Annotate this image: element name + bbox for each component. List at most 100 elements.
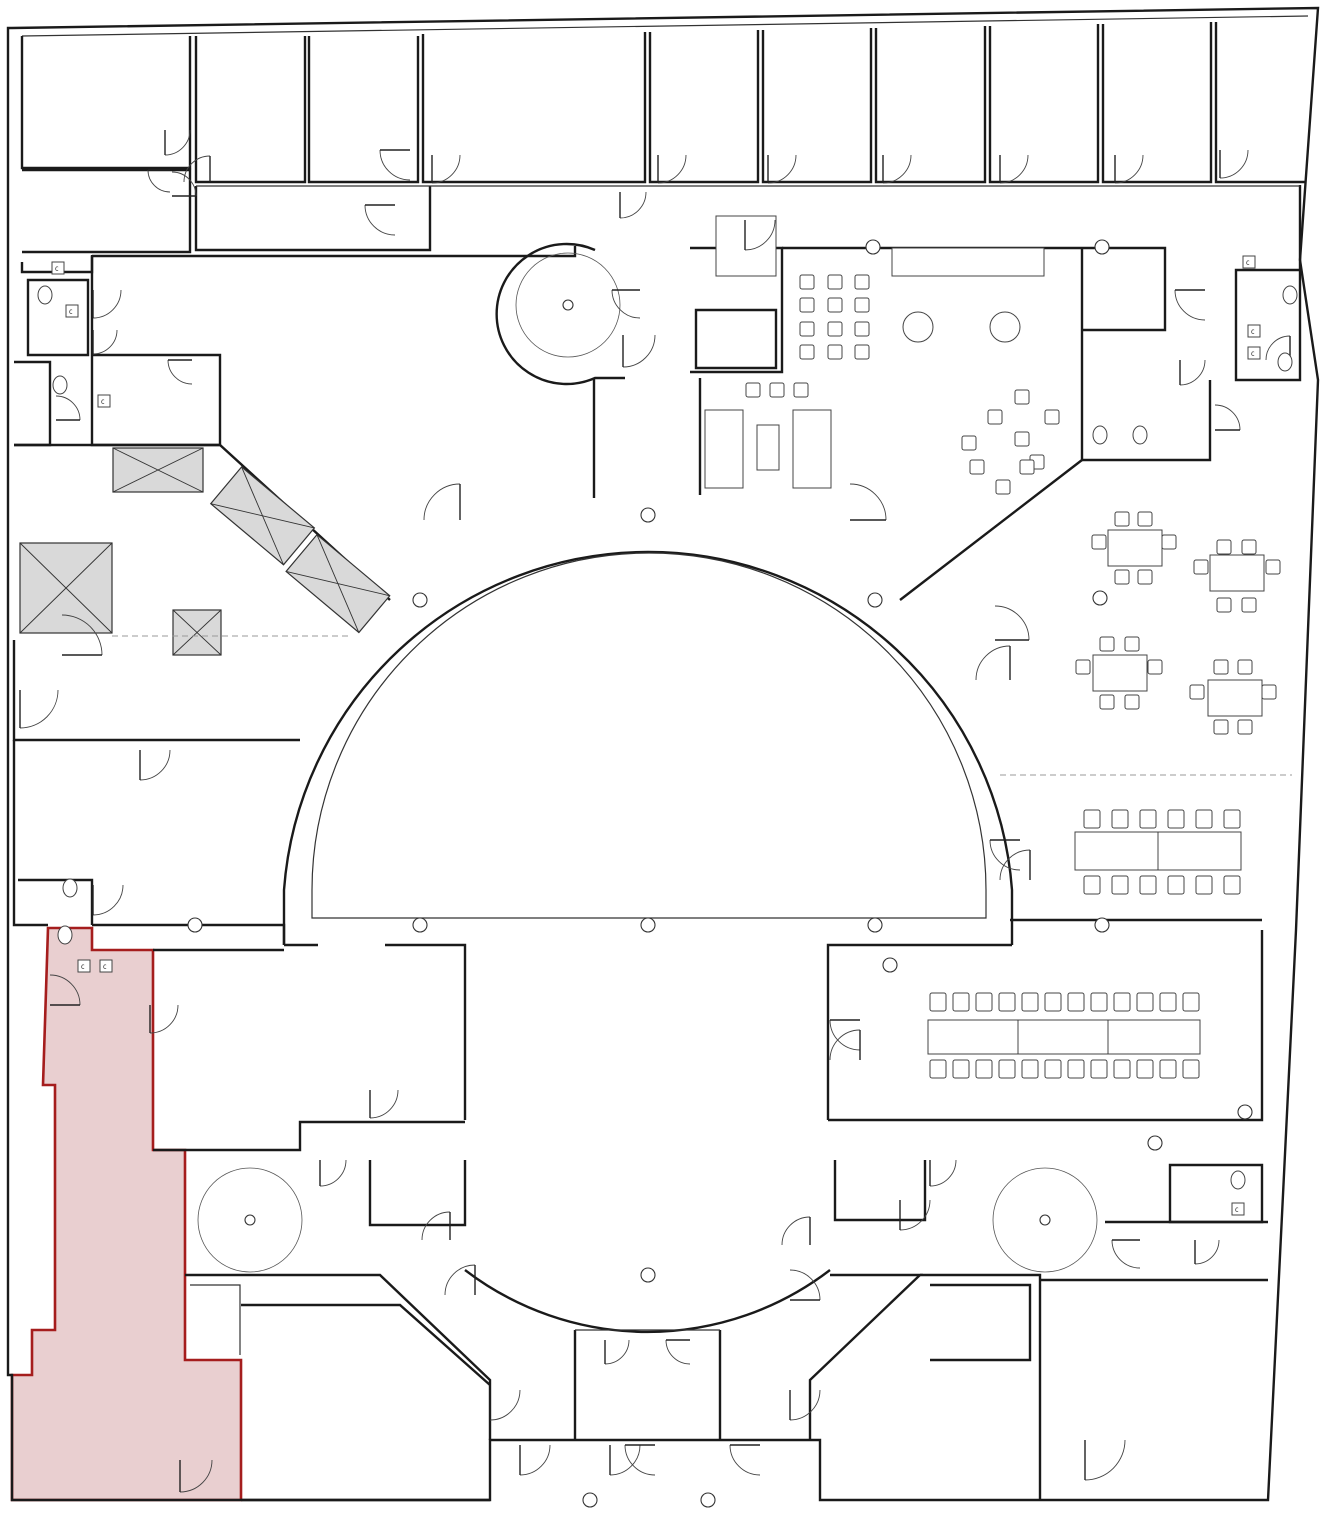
door[interactable] <box>781 1216 811 1246</box>
lower-right-walls <box>808 930 1268 1500</box>
door[interactable] <box>604 1339 630 1365</box>
chair <box>854 297 870 313</box>
door[interactable] <box>139 749 171 781</box>
svg-text:C: C <box>81 964 85 971</box>
door[interactable] <box>1194 1239 1220 1265</box>
door[interactable] <box>1111 1239 1141 1269</box>
chair <box>1193 559 1209 575</box>
door[interactable] <box>729 1444 761 1476</box>
door[interactable] <box>999 154 1029 184</box>
door[interactable] <box>179 1459 213 1493</box>
door[interactable] <box>519 1444 551 1476</box>
door[interactable] <box>19 689 59 729</box>
chair <box>1044 409 1060 425</box>
chair <box>1021 992 1039 1012</box>
door[interactable] <box>1114 154 1144 184</box>
door[interactable] <box>929 1159 957 1187</box>
door[interactable] <box>657 154 687 184</box>
skylight-shafts <box>19 447 391 656</box>
column <box>640 507 656 523</box>
door[interactable] <box>431 154 461 184</box>
door[interactable] <box>444 1264 476 1296</box>
chair <box>799 344 815 360</box>
door[interactable] <box>55 395 81 421</box>
svg-text:C: C <box>1251 329 1255 336</box>
door[interactable] <box>619 191 647 219</box>
chair <box>1159 992 1177 1012</box>
chair <box>854 344 870 360</box>
dining-area <box>1092 529 1265 717</box>
door[interactable] <box>147 169 171 193</box>
svg-text:C: C <box>69 309 73 316</box>
door[interactable] <box>882 154 912 184</box>
door[interactable] <box>849 483 887 521</box>
doors[interactable] <box>19 129 1291 1493</box>
door[interactable] <box>899 1199 931 1231</box>
door[interactable] <box>364 204 396 236</box>
door[interactable] <box>1219 149 1249 179</box>
toilet <box>1282 285 1298 305</box>
door[interactable] <box>92 329 118 355</box>
chair <box>1223 875 1241 895</box>
chair <box>1139 875 1157 895</box>
chair <box>827 297 843 313</box>
door[interactable] <box>989 839 1021 871</box>
chair <box>1136 1059 1154 1079</box>
door[interactable] <box>421 1211 451 1241</box>
chair <box>854 321 870 337</box>
door[interactable] <box>489 1389 521 1421</box>
chair <box>987 409 1003 425</box>
door[interactable] <box>171 171 197 197</box>
fixture-tag: C <box>77 959 91 973</box>
highlighted-unit[interactable] <box>10 926 243 1502</box>
chair <box>1091 534 1107 550</box>
chair <box>1137 569 1153 585</box>
door[interactable] <box>744 219 776 251</box>
door[interactable] <box>767 154 797 184</box>
door[interactable] <box>1214 404 1241 431</box>
door[interactable] <box>164 129 191 156</box>
door[interactable] <box>829 1019 861 1051</box>
chair <box>952 1059 970 1079</box>
door[interactable] <box>92 289 122 319</box>
chair <box>799 274 815 290</box>
door[interactable] <box>61 614 103 656</box>
chair <box>1067 1059 1085 1079</box>
toilet <box>1277 352 1293 372</box>
door[interactable] <box>789 1269 821 1301</box>
door[interactable] <box>319 1159 347 1187</box>
door[interactable] <box>49 974 81 1006</box>
door[interactable] <box>183 155 211 183</box>
chair <box>1021 1059 1039 1079</box>
door[interactable] <box>369 1089 399 1119</box>
door[interactable] <box>789 1389 821 1421</box>
door[interactable] <box>611 289 641 319</box>
chair <box>1261 684 1277 700</box>
chair <box>1099 636 1115 652</box>
door[interactable] <box>149 1004 179 1034</box>
door[interactable] <box>379 149 411 181</box>
door[interactable] <box>829 1029 861 1061</box>
door[interactable] <box>167 359 193 385</box>
columns <box>187 239 1253 1508</box>
door[interactable] <box>999 849 1031 881</box>
door[interactable] <box>92 884 124 916</box>
upper-left-partition <box>92 246 577 258</box>
chair <box>1139 809 1157 829</box>
column <box>640 917 656 933</box>
door[interactable] <box>1174 289 1206 321</box>
chair <box>1182 992 1200 1012</box>
door[interactable] <box>622 334 656 368</box>
door[interactable] <box>423 483 461 521</box>
chair <box>1124 694 1140 710</box>
door[interactable] <box>994 605 1030 641</box>
door[interactable] <box>624 1444 656 1476</box>
fixture-tag: C <box>97 394 111 408</box>
door[interactable] <box>1179 359 1206 386</box>
chair <box>1223 809 1241 829</box>
door[interactable] <box>609 1444 641 1476</box>
door[interactable] <box>975 645 1011 681</box>
door[interactable] <box>1084 1439 1126 1481</box>
door[interactable] <box>665 1339 691 1365</box>
